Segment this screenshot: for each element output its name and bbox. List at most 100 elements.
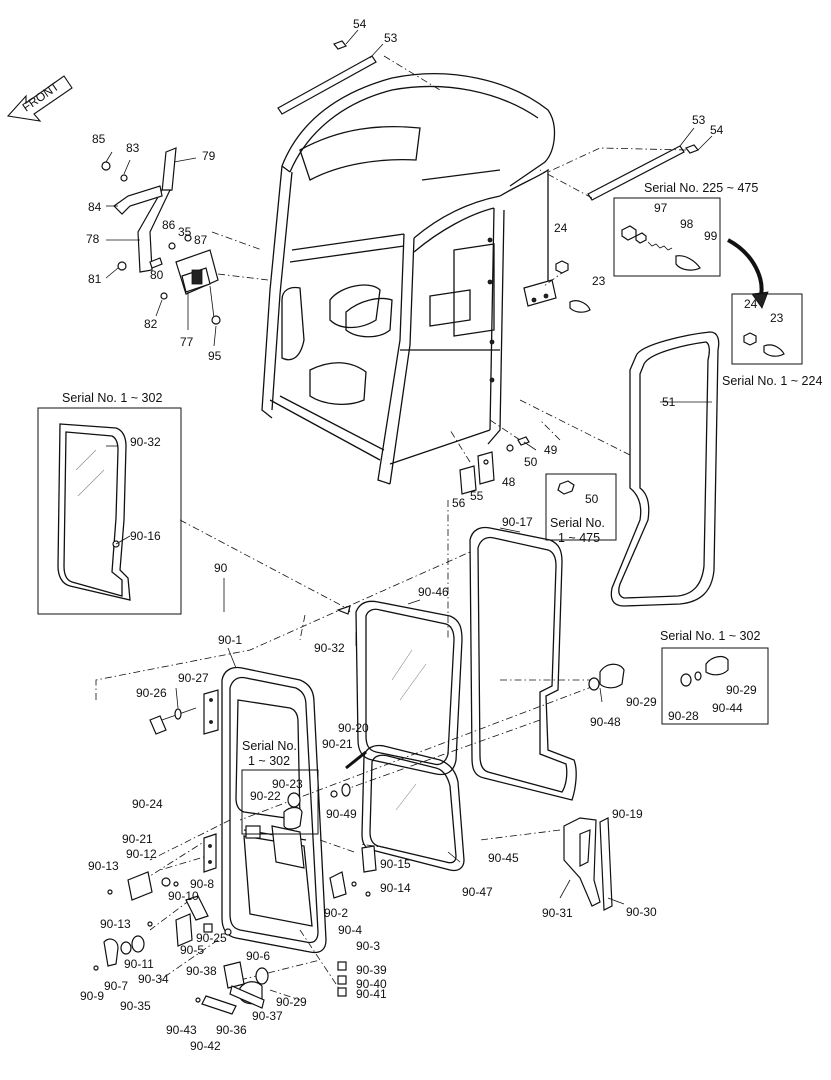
door-frame-90-1: [203, 666, 327, 954]
callout-85: 85: [92, 132, 106, 146]
callout-90-26: 90-26: [136, 686, 167, 700]
callout-84: 84: [88, 200, 102, 214]
callout-90: 90: [214, 561, 228, 575]
callout-90-13b: 90-13: [100, 917, 131, 931]
callout-90-8: 90-8: [190, 877, 214, 891]
callout-90-22: 90-22: [250, 789, 281, 803]
callout-90-28: 90-28: [668, 709, 699, 723]
callout-90-12: 90-12: [126, 847, 157, 861]
latch-detail-1-224: [731, 293, 803, 365]
callout-90-46: 90-46: [418, 585, 449, 599]
callout-90-4: 90-4: [338, 923, 362, 937]
callout-56: 56: [452, 496, 466, 510]
callout-90-43: 90-43: [166, 1023, 197, 1037]
callout-90-21b: 90-21: [122, 832, 153, 846]
callout-90-37: 90-37: [252, 1009, 283, 1023]
callout-35: 35: [178, 225, 192, 239]
note-1-302-right: Serial No. 1 ~ 302: [660, 629, 760, 643]
rear-window-seal-51: [610, 331, 720, 607]
callout-90-24: 90-24: [132, 797, 163, 811]
callout-90-40: 90-40: [356, 977, 387, 991]
callout-99: 99: [704, 229, 718, 243]
door-seal-90-17: [469, 526, 577, 801]
callout-23a: 23: [592, 274, 606, 288]
callout-90-30: 90-30: [626, 905, 657, 919]
washer-detail-1-475: [545, 473, 617, 541]
callout-83: 83: [126, 141, 140, 155]
lower-door-glass-90-45: [361, 744, 465, 872]
callout-90-44: 90-44: [712, 701, 743, 715]
callout-90-15: 90-15: [380, 857, 411, 871]
callout-90-20: 90-20: [338, 721, 369, 735]
serial-notes: Serial No. 225 ~ 475 Serial No. 1 ~ 224 …: [62, 181, 822, 768]
callout-79: 79: [202, 149, 216, 163]
note-225-475: Serial No. 225 ~ 475: [644, 181, 758, 195]
callout-90-31: 90-31: [542, 906, 573, 920]
callout-90-47: 90-47: [462, 885, 493, 899]
callout-90-1: 90-1: [218, 633, 242, 647]
callout-90-29b: 90-29: [726, 683, 757, 697]
latch-detail-225-475: [613, 197, 769, 309]
callout-90-19: 90-19: [612, 807, 643, 821]
callout-90-29a: 90-29: [626, 695, 657, 709]
callout-90-5: 90-5: [180, 943, 204, 957]
callout-90-39: 90-39: [356, 963, 387, 977]
sliding-glass-detail-1-302: [37, 407, 182, 615]
callout-53b: 53: [692, 113, 706, 127]
callout-90-29c: 90-29: [276, 995, 307, 1009]
callout-90-21a: 90-21: [322, 737, 353, 751]
note-1-224: Serial No. 1 ~ 224: [722, 374, 822, 388]
note-1-302-door-line1: Serial No.: [242, 739, 297, 753]
callout-90-42: 90-42: [190, 1039, 221, 1053]
callout-90-14: 90-14: [380, 881, 411, 895]
callout-95: 95: [208, 349, 222, 363]
note-1-302-left: Serial No. 1 ~ 302: [62, 391, 162, 405]
callout-50b: 50: [585, 492, 599, 506]
callout-90-36: 90-36: [216, 1023, 247, 1037]
callout-leaders: [105, 151, 712, 905]
front-direction-arrow: FRONT: [6, 75, 73, 122]
seal-strips-90-19: [563, 817, 613, 911]
callout-90-7: 90-7: [104, 979, 128, 993]
door-latch-detail-1-302: [241, 769, 319, 835]
callout-49: 49: [544, 443, 558, 457]
callout-90-11: 90-11: [124, 957, 154, 971]
callout-90-10: 90-10: [168, 889, 199, 903]
note-1-475-line1: Serial No.: [550, 516, 605, 530]
callout-24a: 24: [554, 221, 568, 235]
callout-97: 97: [654, 201, 668, 215]
callout-90-17: 90-17: [502, 515, 533, 529]
callout-90-9: 90-9: [80, 989, 104, 1003]
callout-90-41: 90-41: [356, 987, 387, 1001]
callout-80: 80: [150, 268, 164, 282]
callout-90-32a: 90-32: [130, 435, 161, 449]
cab-frame: [261, 73, 557, 485]
upper-door-glass-90-46: [336, 600, 463, 776]
lock-lever-assembly: [101, 147, 221, 325]
callout-90-2: 90-2: [324, 906, 348, 920]
door-striker: [555, 260, 591, 313]
callout-90-38: 90-38: [186, 964, 217, 978]
callout-90-25: 90-25: [196, 931, 227, 945]
callout-90-45: 90-45: [488, 851, 519, 865]
callout-90-23: 90-23: [272, 777, 303, 791]
note-1-302-door-line2: 1 ~ 302: [248, 754, 290, 768]
callout-48: 48: [502, 475, 516, 489]
callout-90-3: 90-3: [356, 939, 380, 953]
callout-51: 51: [662, 395, 676, 409]
knob-detail-1-302: [661, 647, 769, 725]
door-hardware-parts: [93, 707, 377, 1015]
callout-24b: 24: [744, 297, 758, 311]
callout-77: 77: [180, 335, 194, 349]
callout-78: 78: [86, 232, 100, 246]
callout-55: 55: [470, 489, 484, 503]
callout-90-6: 90-6: [246, 949, 270, 963]
callout-90-48: 90-48: [590, 715, 621, 729]
note-1-475-line2: 1 ~ 475: [558, 531, 600, 545]
door-knob-90-29: [588, 663, 625, 691]
callout-90-27: 90-27: [178, 671, 209, 685]
callout-90-35: 90-35: [120, 999, 151, 1013]
callout-50a: 50: [524, 455, 538, 469]
